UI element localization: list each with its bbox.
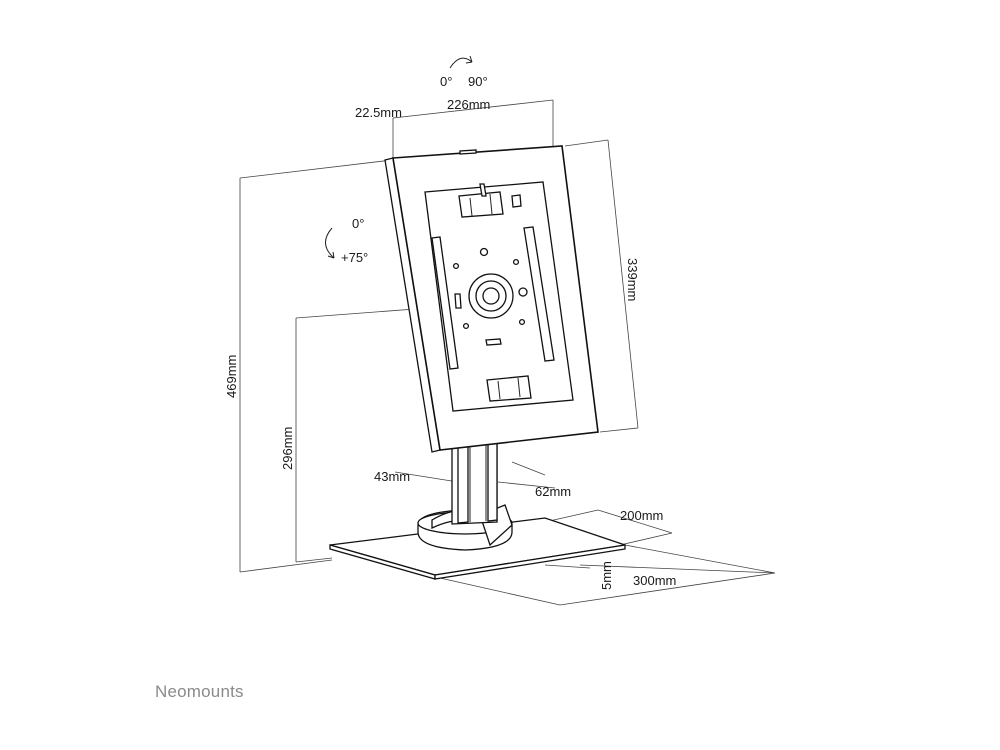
- label-column-b: 62mm: [535, 484, 571, 499]
- vesa-mount-plate: [452, 247, 528, 346]
- label-height: 339mm: [625, 258, 640, 301]
- label-width: 226mm: [447, 97, 490, 112]
- rotation-arrow-top: [449, 55, 473, 69]
- label-base-width: 300mm: [633, 573, 676, 588]
- label-base-thickness: 5mm: [599, 561, 614, 590]
- label-tilt-a: 0°: [352, 216, 364, 231]
- brand-logo-text: Neomounts: [155, 682, 244, 701]
- label-tilt-b: +75°: [341, 250, 368, 265]
- label-rot-top-b: 90°: [468, 74, 488, 89]
- label-pivot-height: 296mm: [280, 427, 295, 470]
- label-column-a: 43mm: [374, 469, 410, 484]
- dimension-lines: [239, 99, 776, 606]
- label-frame-offset: 22.5mm: [355, 105, 402, 120]
- dimension-labels: 0° 90° 22.5mm 226mm 0° +75° 43mm 62mm 20…: [224, 74, 676, 590]
- label-rot-top-a: 0°: [440, 74, 452, 89]
- label-total-height: 469mm: [224, 355, 239, 398]
- label-base-depth: 200mm: [620, 508, 663, 523]
- tilt-arrow-left: [325, 227, 335, 259]
- stand-column: [451, 441, 498, 525]
